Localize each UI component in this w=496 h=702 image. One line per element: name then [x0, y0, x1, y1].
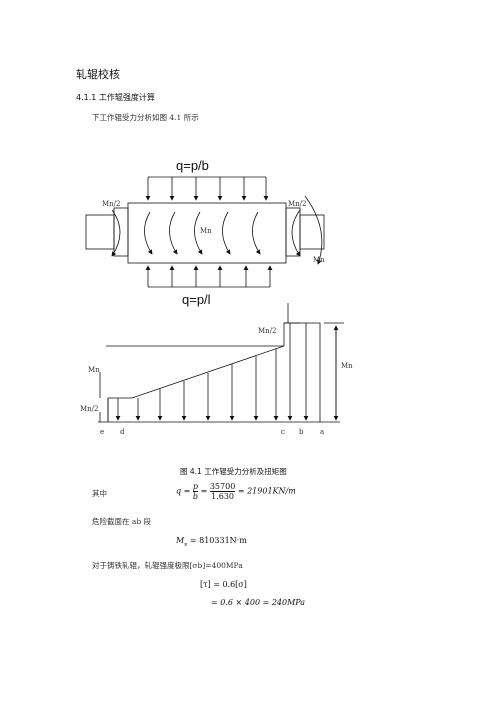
mk-formula: Mκ = 810331N·m [176, 536, 247, 548]
q-formula: q = p b = 35700 1.630 = 21901KN/m [176, 482, 296, 501]
moment-left-top-label: Mn [88, 366, 100, 374]
bottom-load-label: q=p/l [182, 292, 211, 307]
mid-torque-label: Mn [200, 227, 212, 235]
right-torque-label: Mn/2 [288, 200, 307, 208]
moment-right-top-label: Mn/2 [258, 327, 277, 335]
intro-text: 下工作辊受力分析如图 4.1 所示 [92, 113, 199, 122]
danger-section-text: 危险截面在 ab 段 [92, 517, 152, 526]
left-torque-label: Mn/2 [102, 200, 121, 208]
torque-arcs [111, 195, 323, 265]
tau-line-2: = 0.6 × 400 = 240MPa [211, 598, 306, 607]
q-result: = 21901KN/m [237, 486, 296, 496]
material-text: 对于铸铁轧辊，轧辊强度极限[σb]=400MPa [92, 561, 243, 570]
where-label: 其中 [92, 489, 107, 498]
bottom-load-arrows [145, 265, 273, 288]
tau-line-1: [τ] = 0.6[σ] [200, 580, 247, 589]
section-title: 轧辊校核 [76, 68, 120, 81]
point-d: d [120, 428, 125, 436]
moment-left-low-label: Mn/2 [80, 405, 99, 413]
torque-diagram [98, 303, 344, 423]
q-numerator: 35700 [209, 482, 236, 492]
subsection-title: 4.1.1 工作辊强度计算 [76, 93, 155, 102]
mk-value: = 810331N·m [189, 536, 247, 545]
top-load-arrows [145, 176, 269, 201]
point-a: a [320, 428, 325, 436]
figure-caption: 图 4.1 工作辊受力分析及扭矩图 [180, 467, 287, 476]
point-c: c [281, 428, 285, 436]
side-torque-label: Mn [313, 256, 325, 264]
point-e: e [100, 428, 105, 436]
roll-force-diagram [85, 176, 344, 423]
roll-body [85, 202, 325, 264]
top-load-label: q=p/b [176, 158, 209, 173]
moment-right-full-label: Mn [341, 362, 353, 370]
q-denominator: 1.630 [211, 492, 235, 501]
point-b: b [299, 428, 304, 436]
